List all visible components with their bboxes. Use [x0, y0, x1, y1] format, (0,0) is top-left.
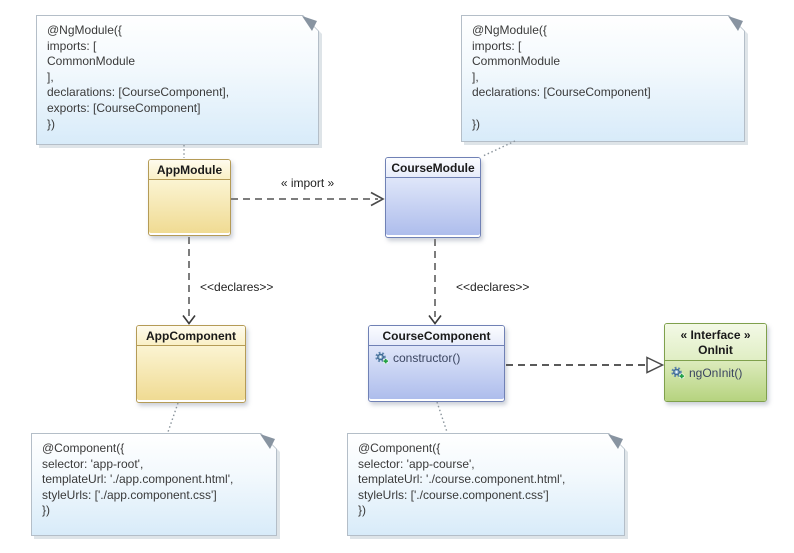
note-body: @NgModule({ imports: [ CommonModule ], d…	[462, 16, 744, 141]
import-arrow-head	[370, 191, 385, 207]
method-label: constructor()	[393, 351, 461, 365]
declares-left-arrow-head	[182, 315, 196, 325]
class-title: CourseComponent	[369, 326, 504, 346]
note-connector-left-bottom	[167, 402, 179, 433]
method-row: constructor()	[369, 346, 504, 367]
method-label: ngOnInit()	[689, 366, 743, 380]
class-title: « Interface » OnInit	[665, 324, 766, 361]
note-text: @NgModule({ imports: [ CommonModule ], d…	[47, 23, 230, 131]
class-body: ngOnInit()	[665, 361, 766, 401]
folded-corner-icon	[260, 434, 275, 449]
realization-arrow-head	[646, 356, 665, 374]
declares-right-arrow-head	[428, 315, 442, 325]
note-component-left: @Component({ selector: 'app-root', templ…	[31, 433, 277, 536]
class-app-module: AppModule	[148, 159, 231, 236]
stereotype-label: « Interface »	[680, 328, 751, 342]
class-title: CourseModule	[386, 158, 480, 178]
interface-name: OnInit	[698, 343, 733, 357]
folded-corner-icon	[728, 16, 743, 31]
class-body	[149, 180, 230, 233]
class-body	[386, 178, 480, 235]
declares-edge-label-right: <<declares>>	[456, 280, 530, 294]
note-body: @Component({ selector: 'app-course', tem…	[348, 434, 624, 535]
note-text: @Component({ selector: 'app-course', tem…	[358, 441, 566, 518]
gear-add-icon	[374, 351, 389, 365]
class-course-module: CourseModule	[385, 157, 481, 238]
note-text: @Component({ selector: 'app-root', templ…	[42, 441, 234, 518]
note-body: @Component({ selector: 'app-root', templ…	[32, 434, 276, 535]
note-ngmodule-right: @NgModule({ imports: [ CommonModule ], d…	[461, 15, 745, 142]
note-ngmodule-left: @NgModule({ imports: [ CommonModule ], d…	[36, 15, 319, 145]
class-title: AppComponent	[137, 326, 245, 346]
folded-corner-icon	[608, 434, 623, 449]
folded-corner-icon	[302, 16, 317, 31]
class-body	[137, 346, 245, 400]
note-component-right: @Component({ selector: 'app-course', tem…	[347, 433, 625, 536]
gear-add-icon	[670, 366, 685, 380]
note-body: @NgModule({ imports: [ CommonModule ], d…	[37, 16, 318, 144]
class-body: constructor()	[369, 346, 504, 399]
note-connector-right-bottom	[436, 401, 448, 433]
class-course-component: CourseComponent constructor()	[368, 325, 505, 402]
interface-on-init: « Interface » OnInit ngOnInit()	[664, 323, 767, 402]
class-title: AppModule	[149, 160, 230, 180]
class-app-component: AppComponent	[136, 325, 246, 403]
import-edge-label: « import »	[280, 176, 335, 190]
method-row: ngOnInit()	[665, 361, 766, 382]
declares-edge-label-left: <<declares>>	[200, 280, 274, 294]
note-text: @NgModule({ imports: [ CommonModule ], d…	[472, 23, 651, 131]
